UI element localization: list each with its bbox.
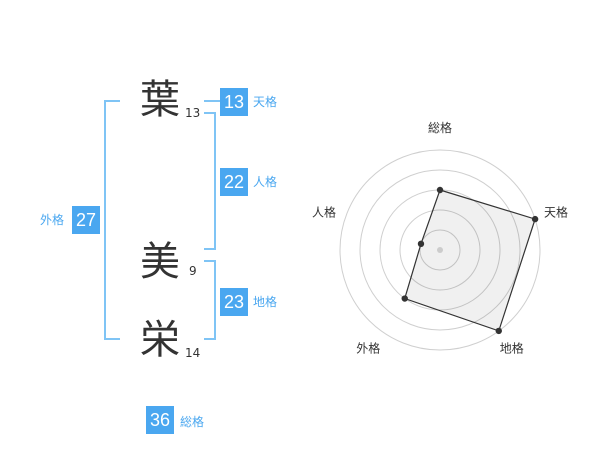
- soukaku-value: 36: [146, 406, 174, 434]
- jinkaku-value: 22: [220, 168, 248, 196]
- gaikaku-bracket-vertical: [104, 100, 106, 340]
- jinkaku-bracket-top: [204, 112, 216, 114]
- radar-ring-3: [379, 189, 501, 311]
- radar-point-4: [417, 240, 425, 248]
- radar-axis-label-4: 人格: [312, 204, 336, 219]
- chikaku-label: 地格: [253, 295, 278, 309]
- chikaku-bracket-bottom: [204, 338, 216, 340]
- radar-ring-4: [359, 169, 521, 331]
- gaikaku-bracket-top: [104, 100, 120, 102]
- gaikaku-value: 27: [72, 206, 100, 234]
- radar-point-0: [436, 186, 444, 194]
- jinkaku-bracket-bottom: [204, 248, 216, 250]
- name-char-2: 美: [140, 239, 180, 285]
- radar-axis-label-3: 外格: [356, 341, 380, 356]
- chikaku-bracket-vertical: [214, 260, 216, 340]
- tenkaku-connector: [204, 100, 220, 102]
- gaikaku-label: 外格: [40, 213, 65, 227]
- gaikaku-bracket-bottom: [104, 338, 120, 340]
- radar-axis-label-1: 天格: [544, 204, 568, 219]
- chikaku-bracket-top: [204, 260, 216, 262]
- radar-point-1: [531, 215, 539, 223]
- soukaku-label: 総格: [180, 415, 205, 429]
- radar-points: [401, 186, 539, 335]
- jinkaku-bracket-vertical: [214, 112, 216, 250]
- radar-point-2: [495, 327, 502, 335]
- name-char-1-strokes: 13: [185, 106, 201, 120]
- tenkaku-value: 13: [220, 88, 248, 116]
- name-char-2-strokes: 9: [189, 264, 197, 278]
- radar-axis-label-2: 地格: [500, 341, 524, 356]
- radar-axis-label-0: 総格: [428, 120, 452, 135]
- radar-ring-1: [419, 229, 461, 271]
- name-char-3: 栄: [140, 317, 180, 363]
- tenkaku-label: 天格: [253, 95, 278, 109]
- chikaku-value: 23: [220, 288, 248, 316]
- radar-rings: [339, 149, 541, 351]
- name-char-1: 葉: [140, 77, 180, 123]
- radar-ring-5: [339, 149, 541, 351]
- radar-center-dot: [437, 247, 443, 253]
- jinkaku-label: 人格: [253, 175, 278, 189]
- radar-ring-2: [399, 209, 481, 291]
- radar-point-3: [401, 295, 408, 302]
- name-char-3-strokes: 14: [185, 346, 201, 360]
- radar-data-polygon: [403, 189, 536, 332]
